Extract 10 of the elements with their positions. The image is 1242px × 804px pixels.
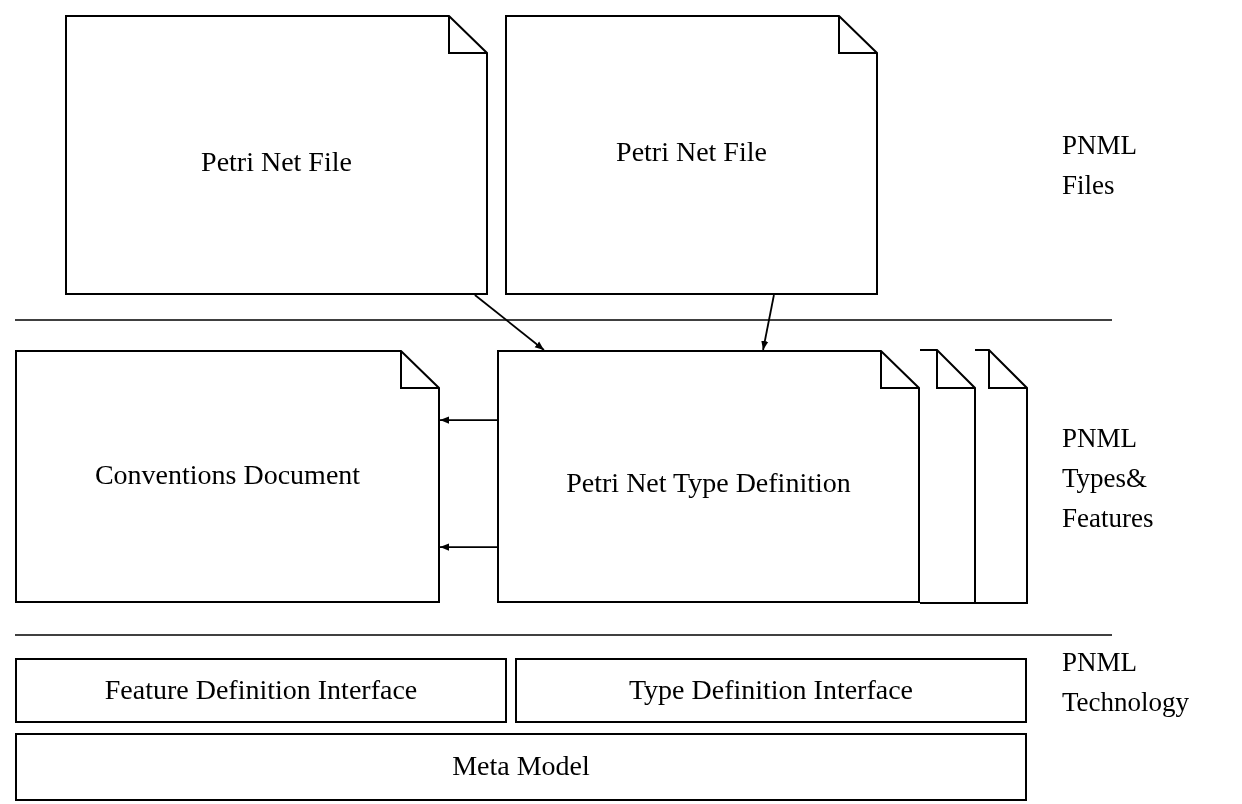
box-label: Petri Net File — [616, 136, 767, 167]
layer-label: PNML Types& Features — [1062, 422, 1154, 535]
box-label: Petri Net Type Definition — [566, 467, 851, 498]
layer-label: PNML Files — [1062, 129, 1136, 202]
layer-label: PNML Technology — [1062, 646, 1190, 719]
box-label: Type Definition Interface — [628, 674, 914, 705]
box-label: Feature Definition Interface — [104, 674, 418, 705]
box-label: Meta Model — [452, 750, 590, 781]
box-label: Petri Net File — [201, 146, 352, 177]
box-label: Conventions Document — [94, 459, 361, 490]
